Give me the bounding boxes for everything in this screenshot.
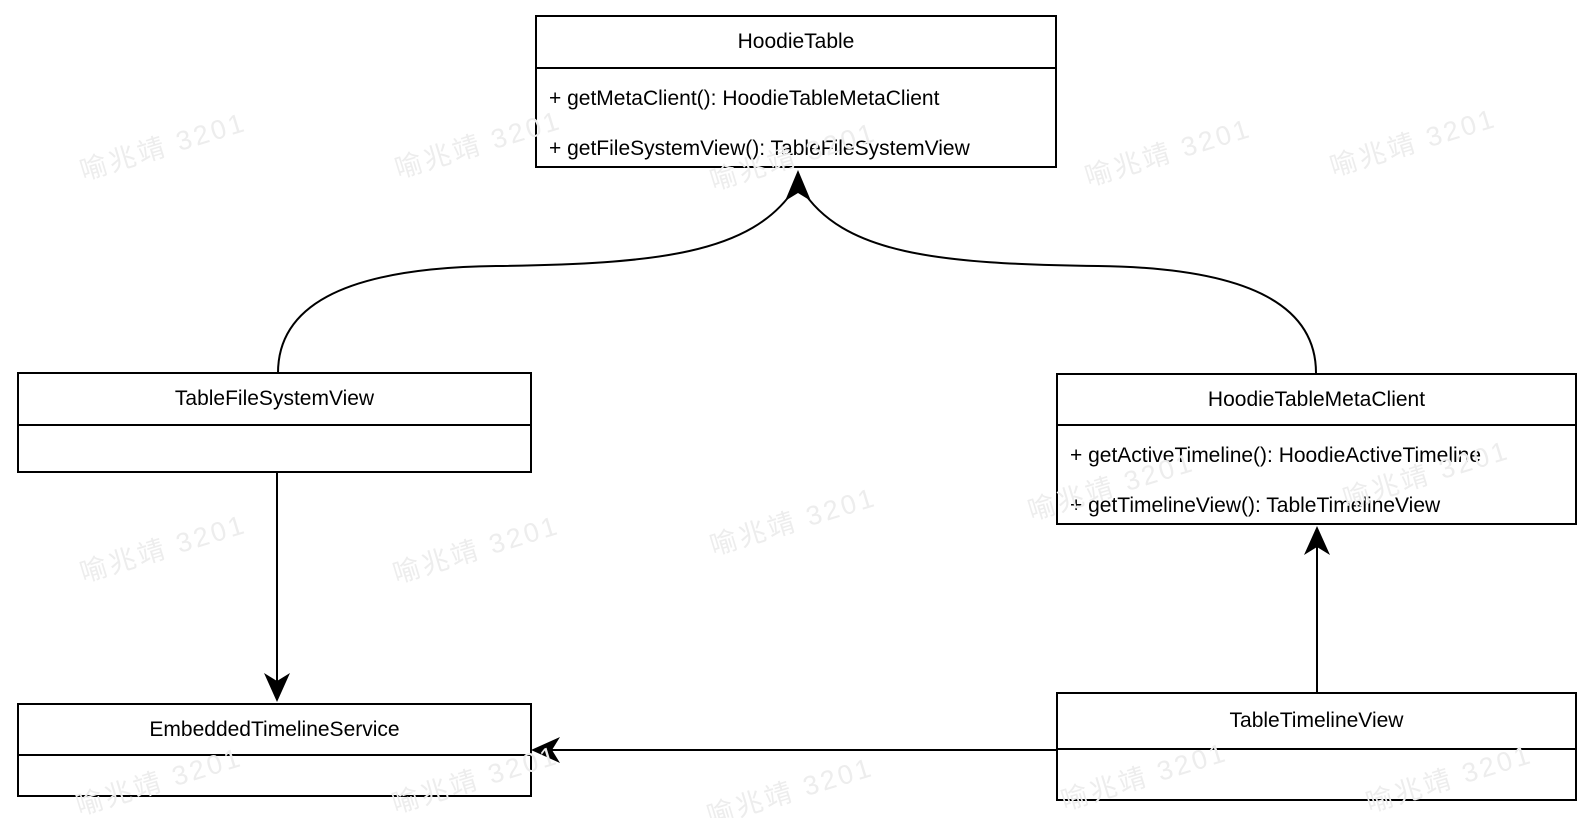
class-name-table-timeline-view: TableTimelineView	[1058, 694, 1575, 750]
class-box-table-file-system-view: TableFileSystemView	[17, 372, 532, 473]
watermark-text: 喻兆靖 3201	[1326, 103, 1501, 183]
arrow-table-file-system-view-to-hoodie-table	[277, 187, 796, 374]
watermark-text: 喻兆靖 3201	[706, 482, 881, 562]
class-box-hoodie-table-meta-client: HoodieTableMetaClient + getActiveTimelin…	[1056, 373, 1577, 525]
class-methods-table-timeline-view	[1058, 750, 1575, 755]
class-name-table-file-system-view: TableFileSystemView	[19, 374, 530, 426]
class-box-hoodie-table: HoodieTable + getMetaClient(): HoodieTab…	[535, 15, 1057, 168]
watermark-text: 喻兆靖 3201	[76, 509, 251, 589]
class-name-hoodie-table-meta-client: HoodieTableMetaClient	[1058, 375, 1575, 426]
class-methods-hoodie-table-meta-client: + getActiveTimeline(): HoodieActiveTimel…	[1058, 426, 1575, 531]
arrowhead-up-hoodie-table	[785, 170, 811, 201]
class-box-table-timeline-view: TableTimelineView	[1056, 692, 1577, 801]
method-get-timeline-view: + getTimelineView(): TableTimelineView	[1070, 494, 1441, 517]
method-get-file-system-view: + getFileSystemView(): TableFileSystemVi…	[549, 137, 970, 160]
class-methods-embedded-timeline-service	[19, 756, 530, 761]
arrowhead-down-embedded-timeline-service	[264, 673, 290, 702]
class-methods-table-file-system-view	[19, 426, 530, 431]
class-name-embedded-timeline-service: EmbeddedTimelineService	[19, 705, 530, 756]
arrowhead-left-embedded-timeline-service	[531, 737, 560, 763]
method-get-active-timeline: + getActiveTimeline(): HoodieActiveTimel…	[1070, 444, 1482, 467]
method-get-meta-client: + getMetaClient(): HoodieTableMetaClient	[549, 87, 940, 110]
watermark-text: 喻兆靖 3201	[1081, 113, 1256, 193]
watermark-text: 喻兆靖 3201	[389, 510, 564, 590]
watermark-text: 喻兆靖 3201	[76, 107, 251, 187]
class-name-hoodie-table: HoodieTable	[537, 17, 1055, 69]
class-methods-hoodie-table: + getMetaClient(): HoodieTableMetaClient…	[537, 69, 1055, 174]
class-box-embedded-timeline-service: EmbeddedTimelineService	[17, 703, 532, 797]
arrow-hoodie-table-meta-client-to-hoodie-table	[800, 187, 1317, 374]
watermark-text: 喻兆靖 3201	[703, 752, 878, 818]
